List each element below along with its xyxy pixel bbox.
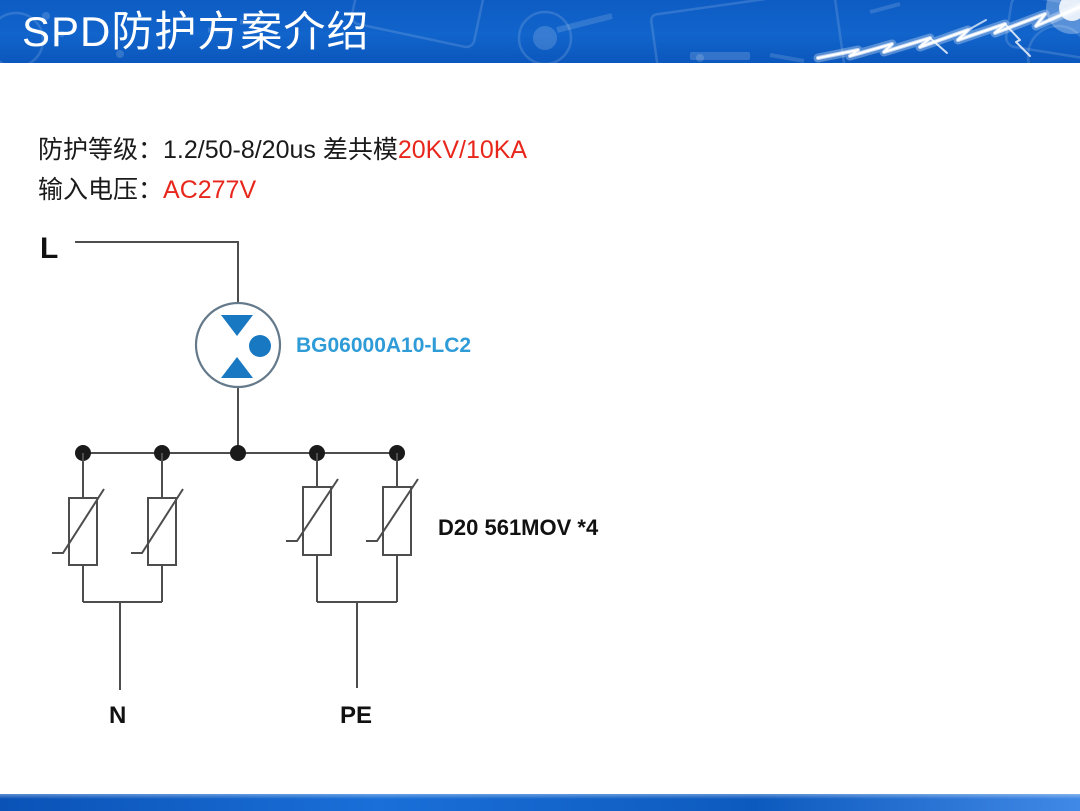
mov-symbol	[131, 453, 184, 602]
circuit-pattern-dots-icon	[42, 12, 750, 62]
protection-level-line: 防护等级：1.2/50-8/20us 差共模20KV/10KA	[38, 130, 527, 166]
terminal-n-label: N	[109, 702, 126, 729]
input-voltage-value: AC277V	[163, 176, 257, 204]
terminal-l-label: L	[40, 232, 58, 265]
spd-triangle-up-icon	[221, 357, 253, 378]
mov-symbol	[366, 453, 419, 602]
input-voltage-label: 输入电压：	[38, 176, 164, 204]
spd-circle	[194, 301, 282, 389]
mov-part-label: D20 561MOV *4	[438, 515, 599, 540]
lightning-icon	[813, 0, 1080, 63]
title-banner: SPD防护方案介绍	[0, 0, 1080, 63]
mov-symbol	[52, 453, 105, 602]
spd-symbol	[194, 301, 282, 389]
wire-l-feed	[75, 241, 239, 303]
footer-bar	[0, 794, 1080, 811]
mov-symbol	[286, 453, 339, 602]
protection-level-label: 防护等级：1.2/50-8/20us 差共模	[38, 136, 398, 164]
input-voltage-line: 输入电压：AC277V	[38, 170, 256, 206]
spd-dot-icon	[249, 335, 271, 357]
spd-triangle-down-icon	[221, 315, 253, 336]
spd-model-label: BG06000A10-LC2	[296, 334, 471, 357]
wire-n-collector	[83, 601, 162, 690]
circuit-pattern-icon	[0, 0, 1080, 63]
terminal-pe-label: PE	[340, 702, 372, 729]
page-title: SPD防护方案介绍	[22, 8, 370, 55]
protection-level-value: 20KV/10KA	[397, 136, 528, 164]
banner-artwork	[0, 0, 1080, 63]
wire-pe-collector	[317, 601, 397, 688]
junction-dot	[230, 445, 246, 461]
